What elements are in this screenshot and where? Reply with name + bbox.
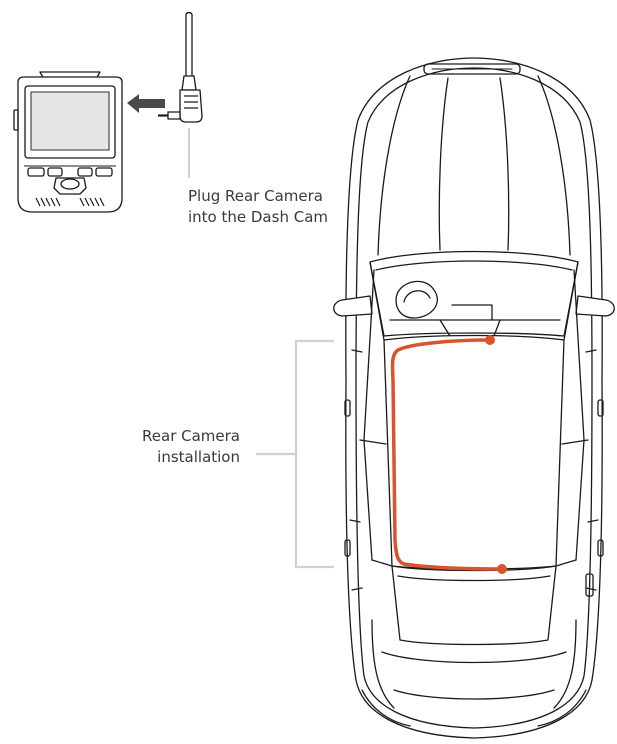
install-label-line2: installation [157, 448, 240, 466]
cable-route-icon [390, 335, 507, 574]
dash-cam-icon [13, 71, 123, 213]
installation-bracket [256, 339, 334, 569]
installation-label: Rear Camera installation [100, 426, 240, 468]
rear-camera-plug-icon [158, 11, 203, 123]
plug-label-line1: Plug Rear Camera [188, 187, 323, 205]
plug-instruction-label: Plug Rear Camera into the Dash Cam [188, 186, 328, 228]
arrow-left-icon [127, 94, 165, 113]
install-label-line1: Rear Camera [142, 427, 240, 445]
car-top-view-icon [333, 57, 615, 739]
plug-label-line2: into the Dash Cam [188, 208, 328, 226]
